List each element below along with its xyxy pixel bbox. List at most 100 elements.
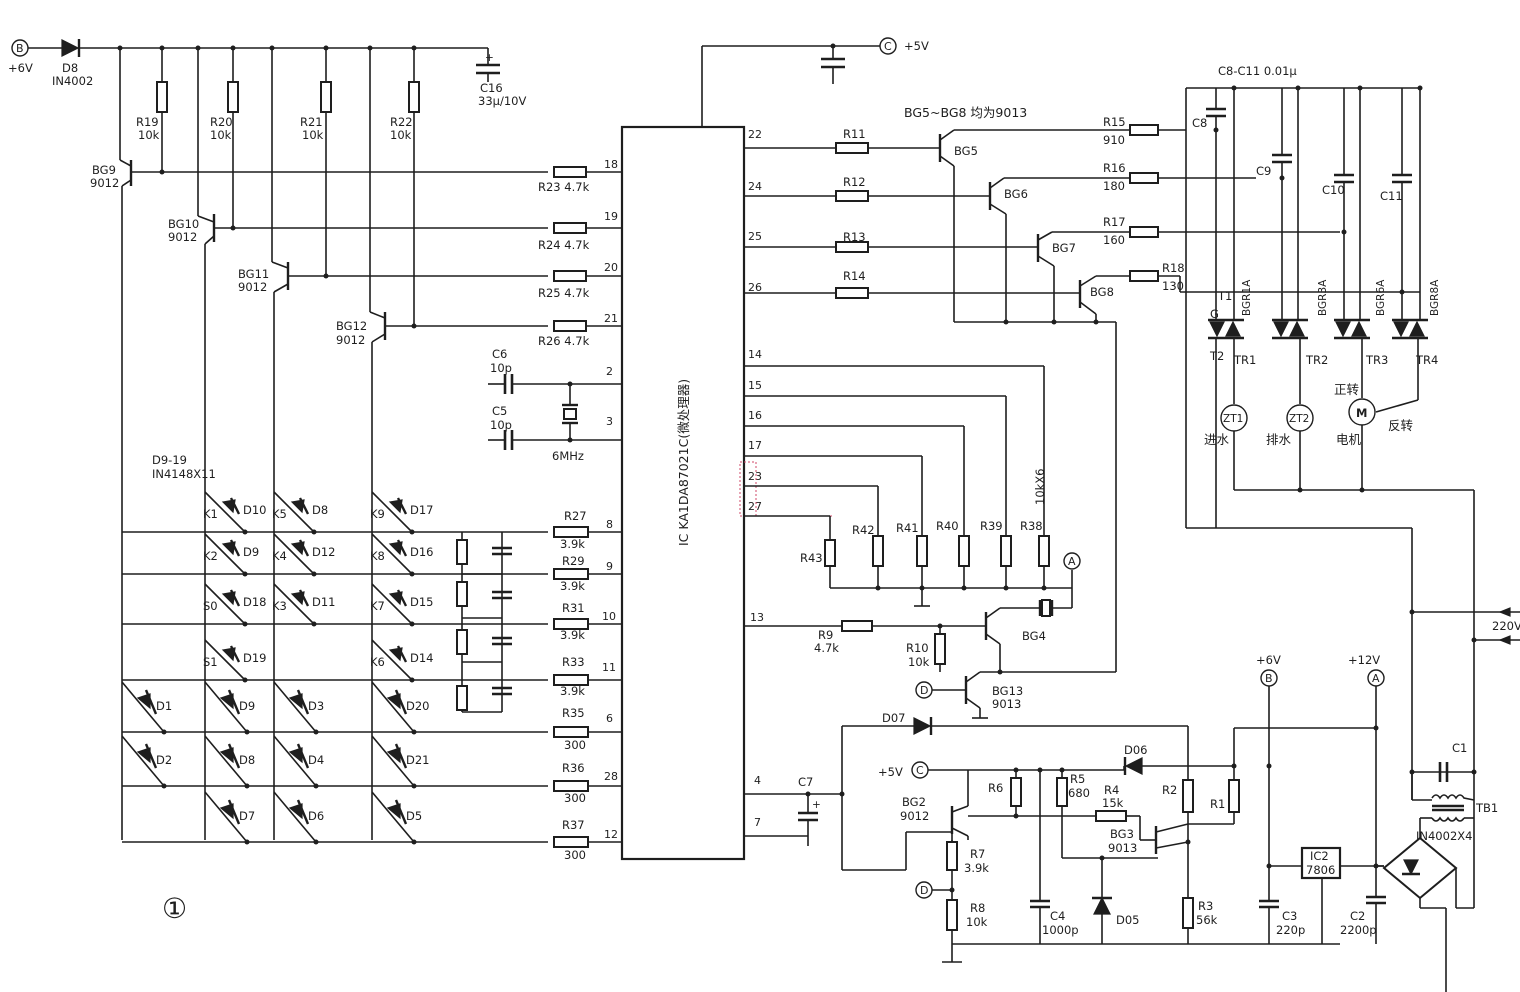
diode-label: D15: [410, 595, 434, 609]
r7-label: R7: [970, 847, 985, 861]
svg-text:+: +: [812, 799, 821, 811]
r26-label: R26 4.7k: [538, 334, 590, 348]
r37-value: 300: [564, 848, 586, 862]
c7-label: C7: [798, 775, 813, 789]
node-c-top-label: C: [884, 40, 892, 53]
r36-value: 300: [564, 791, 586, 805]
d06-label: D06: [1124, 743, 1148, 757]
pullup-resistors: R19 10k R20 10k R21 10k R22 10k: [136, 48, 420, 326]
resistor-r16: [1129, 172, 1159, 184]
diode-label: D14: [410, 651, 434, 665]
r15-value: 910: [1103, 133, 1125, 147]
key-label: K6: [370, 655, 385, 669]
resistor-r36: [553, 780, 589, 792]
r31-value: 3.9k: [560, 628, 585, 642]
matrix-diode-d1: D1: [121, 681, 172, 735]
pin-14: 14: [748, 348, 762, 361]
ic2-value: 7806: [1306, 863, 1335, 877]
bg13-label: BG13: [992, 684, 1023, 698]
supply-12v-label: +12V: [1348, 653, 1380, 667]
base-resistors: R23 4.7k 18 R24 4.7k 19 R25 4.7k 20 R26 …: [538, 158, 622, 348]
r33-value: 3.9k: [560, 684, 585, 698]
key-label: K9: [370, 507, 385, 521]
resistor-r43: [824, 539, 836, 567]
r17-label: R17: [1103, 215, 1126, 229]
r25-label: R25 4.7k: [538, 286, 590, 300]
d8-value: IN4002: [52, 74, 93, 88]
resistor-filter-4: [456, 685, 468, 711]
node-a-sensor: [1063, 552, 1081, 570]
resistor-filter-1: [456, 539, 468, 565]
c1-label: C1: [1452, 741, 1467, 755]
matrix-diode-d5: D5: [371, 791, 422, 845]
t1-label: T1: [1217, 289, 1232, 303]
pin-20: 20: [604, 261, 618, 274]
pin-18: 18: [604, 158, 618, 171]
pin-8: 8: [606, 518, 613, 531]
bg3-value: 9013: [1108, 841, 1137, 855]
node-b-psu-label: B: [1265, 672, 1273, 685]
ac-input-label: 220V: [1492, 619, 1520, 633]
r21-value: 10k: [302, 128, 324, 142]
matrix-diode-d21: D21: [371, 735, 430, 789]
sensor-network: 14 15 16 17 23 27 R43 R42 R41 R40 R39 R3…: [739, 348, 1081, 607]
bg11-value: 9012: [238, 280, 267, 294]
resistor-r26: [553, 320, 587, 332]
resistor-r24: [553, 222, 587, 234]
diode-label: D2: [156, 753, 172, 767]
r33-label: R33: [562, 655, 585, 669]
r4-label: R4: [1104, 783, 1119, 797]
matrix-diode-d7: D7: [204, 791, 255, 845]
r27-value: 3.9k: [560, 537, 585, 551]
r35-label: R35: [562, 706, 585, 720]
tr1-label: TR1: [1233, 353, 1256, 367]
key-label: K1: [203, 507, 218, 521]
pin-27: 27: [748, 500, 762, 513]
pin-24: 24: [748, 180, 762, 193]
c9-label: C9: [1256, 164, 1271, 178]
zener-d05: [1093, 896, 1111, 915]
resistor-r23: [553, 166, 587, 178]
pin-12: 12: [604, 828, 618, 841]
d9-19-label: D9-19: [152, 453, 187, 467]
resistor-r22: [408, 81, 420, 113]
r10-value: 10k: [908, 655, 930, 669]
pin-17: 17: [748, 439, 762, 452]
node-d-psu-label: D: [920, 884, 928, 897]
diode-label: D9: [243, 545, 259, 559]
pin-28: 28: [604, 770, 618, 783]
diode-label: D20: [406, 699, 430, 713]
r42-label: R42: [852, 523, 875, 537]
r29-label: R29: [562, 554, 585, 568]
c2-value: 2200p: [1340, 923, 1377, 937]
r37-label: R37: [562, 818, 585, 832]
diode-label: D1: [156, 699, 172, 713]
resistor-filter-2: [456, 581, 468, 607]
resistor-r3: [1182, 897, 1194, 929]
c6-label: C6: [492, 347, 507, 361]
svg-text:+: +: [485, 52, 494, 64]
r40-label: R40: [936, 519, 959, 533]
c5-value: 10p: [490, 418, 512, 432]
row-filter-network: [456, 532, 512, 713]
ic2-label: IC2: [1310, 849, 1329, 863]
drain-label: 排水: [1266, 432, 1292, 447]
pin-23: 23: [748, 470, 762, 483]
d05-label: D05: [1116, 913, 1140, 927]
c2-label: C2: [1350, 909, 1365, 923]
diode-label: D11: [312, 595, 336, 609]
zt1-label: ZT1: [1223, 413, 1243, 425]
resistor-r18: [1129, 270, 1159, 282]
scan-transistors: BG9 9012 BG10 9012 BG11 9012 BG12 9012: [90, 48, 548, 840]
resistor-r6: [1010, 777, 1022, 807]
resistor-r19: [156, 81, 168, 113]
r18-label: R18: [1162, 261, 1185, 275]
r5-value: 680: [1068, 786, 1090, 800]
r35-value: 300: [564, 738, 586, 752]
reverse-label: 反转: [1388, 418, 1413, 433]
forward-label: 正转: [1334, 382, 1359, 397]
r17-value: 160: [1103, 233, 1125, 247]
diode-label: D18: [243, 595, 267, 609]
bgr6a-label: BGR6A: [1375, 279, 1387, 316]
